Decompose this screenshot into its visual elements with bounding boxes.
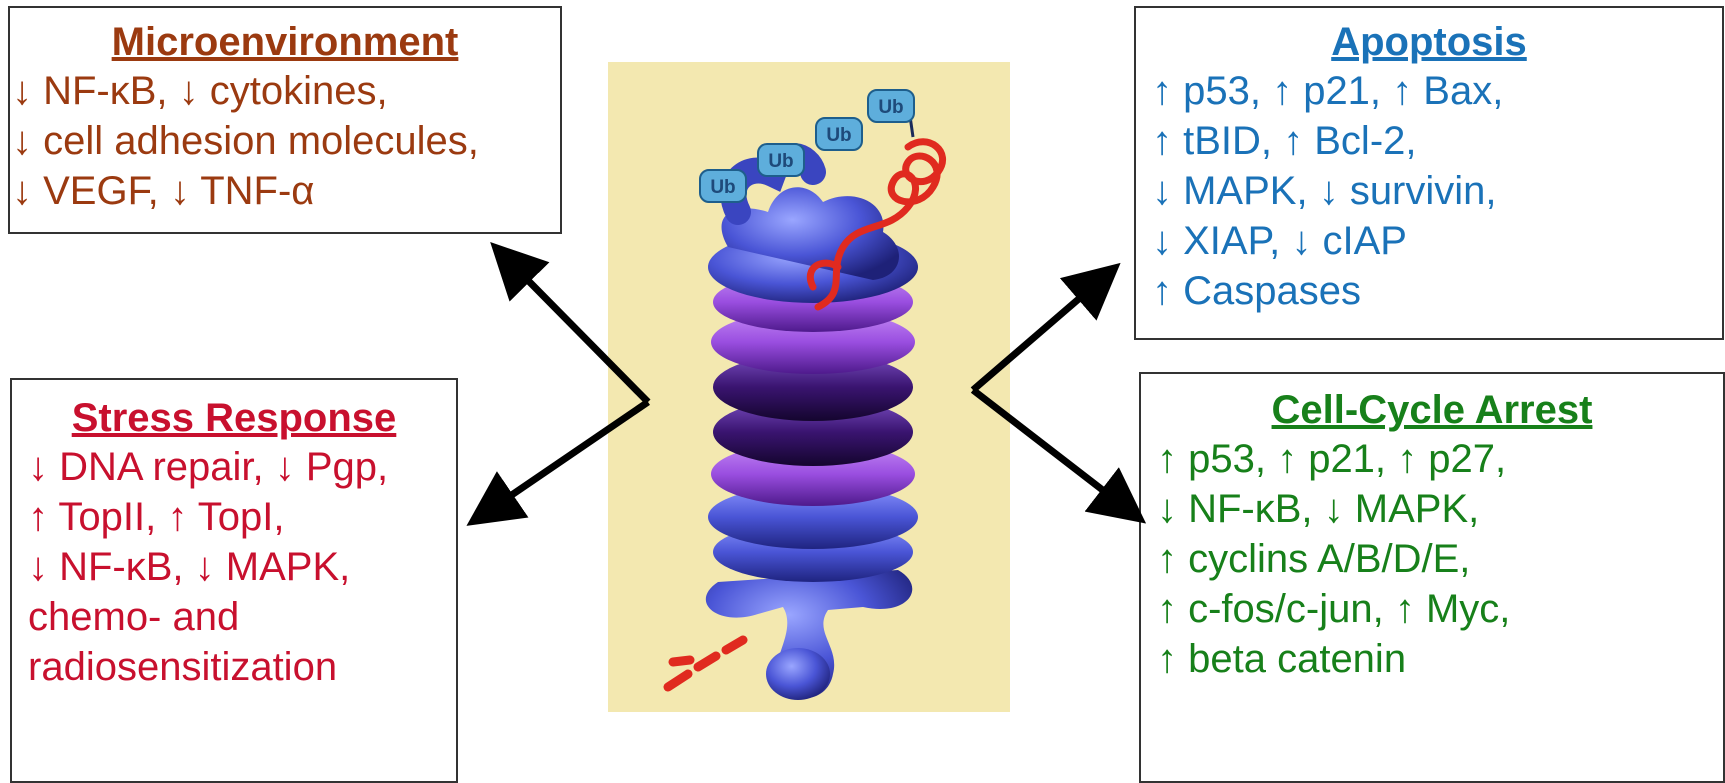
microenvironment-line: ↓ NF-κB, ↓ cytokines, [10, 66, 560, 116]
microenvironment-line: ↓ cell adhesion molecules, [10, 116, 560, 166]
cell-cycle-arrest-line: ↑ c-fos/c-jun, ↑ Myc, [1141, 584, 1723, 634]
ubiquitin-tag: Ub [868, 90, 914, 122]
svg-text:Ub: Ub [768, 151, 793, 172]
apoptosis-title: Apoptosis [1136, 18, 1722, 66]
ubiquitin-tag: Ub [758, 144, 804, 176]
svg-text:Ub: Ub [826, 125, 851, 146]
ubiquitin-tag: Ub [700, 170, 746, 202]
proteasome-rings [708, 272, 918, 582]
apoptosis-line: ↓ MAPK, ↓ survivin, [1136, 166, 1722, 216]
apoptosis-box: Apoptosis ↑ p53, ↑ p21, ↑ Bax, ↑ tBID, ↑… [1134, 6, 1724, 340]
stress-response-line: ↓ DNA repair, ↓ Pgp, [12, 442, 456, 492]
cell-cycle-arrest-title: Cell-Cycle Arrest [1141, 386, 1723, 434]
stress-response-title: Stress Response [12, 394, 456, 442]
apoptosis-line: ↑ Caspases [1136, 266, 1722, 316]
microenvironment-title: Microenvironment [10, 18, 560, 66]
ubiquitin-tag: Ub [816, 118, 862, 150]
cell-cycle-arrest-line: ↑ beta catenin [1141, 634, 1723, 684]
stress-response-line: ↑ TopII, ↑ TopI, [12, 492, 456, 542]
apoptosis-line: ↑ tBID, ↑ Bcl-2, [1136, 116, 1722, 166]
apoptosis-line: ↓ XIAP, ↓ cIAP [1136, 216, 1722, 266]
apoptosis-line: ↑ p53, ↑ p21, ↑ Bax, [1136, 66, 1722, 116]
cell-cycle-arrest-box: Cell-Cycle Arrest ↑ p53, ↑ p21, ↑ p27, ↓… [1139, 372, 1725, 783]
stress-response-line: radiosensitization [12, 642, 456, 692]
cell-cycle-arrest-line: ↑ p53, ↑ p21, ↑ p27, [1141, 434, 1723, 484]
cell-cycle-arrest-line: ↓ NF-κB, ↓ MAPK, [1141, 484, 1723, 534]
svg-text:Ub: Ub [710, 177, 735, 198]
svg-text:Ub: Ub [878, 97, 903, 118]
microenvironment-box: Microenvironment ↓ NF-κB, ↓ cytokines, ↓… [8, 6, 562, 234]
stress-response-box: Stress Response ↓ DNA repair, ↓ Pgp, ↑ T… [10, 378, 458, 783]
proteasome-illustration: Ub Ub Ub Ub [608, 62, 1010, 712]
stress-response-line: chemo- and [12, 592, 456, 642]
stress-response-line: ↓ NF-κB, ↓ MAPK, [12, 542, 456, 592]
cell-cycle-arrest-line: ↑ cyclins A/B/D/E, [1141, 534, 1723, 584]
microenvironment-line: ↓ VEGF, ↓ TNF-α [10, 166, 560, 216]
